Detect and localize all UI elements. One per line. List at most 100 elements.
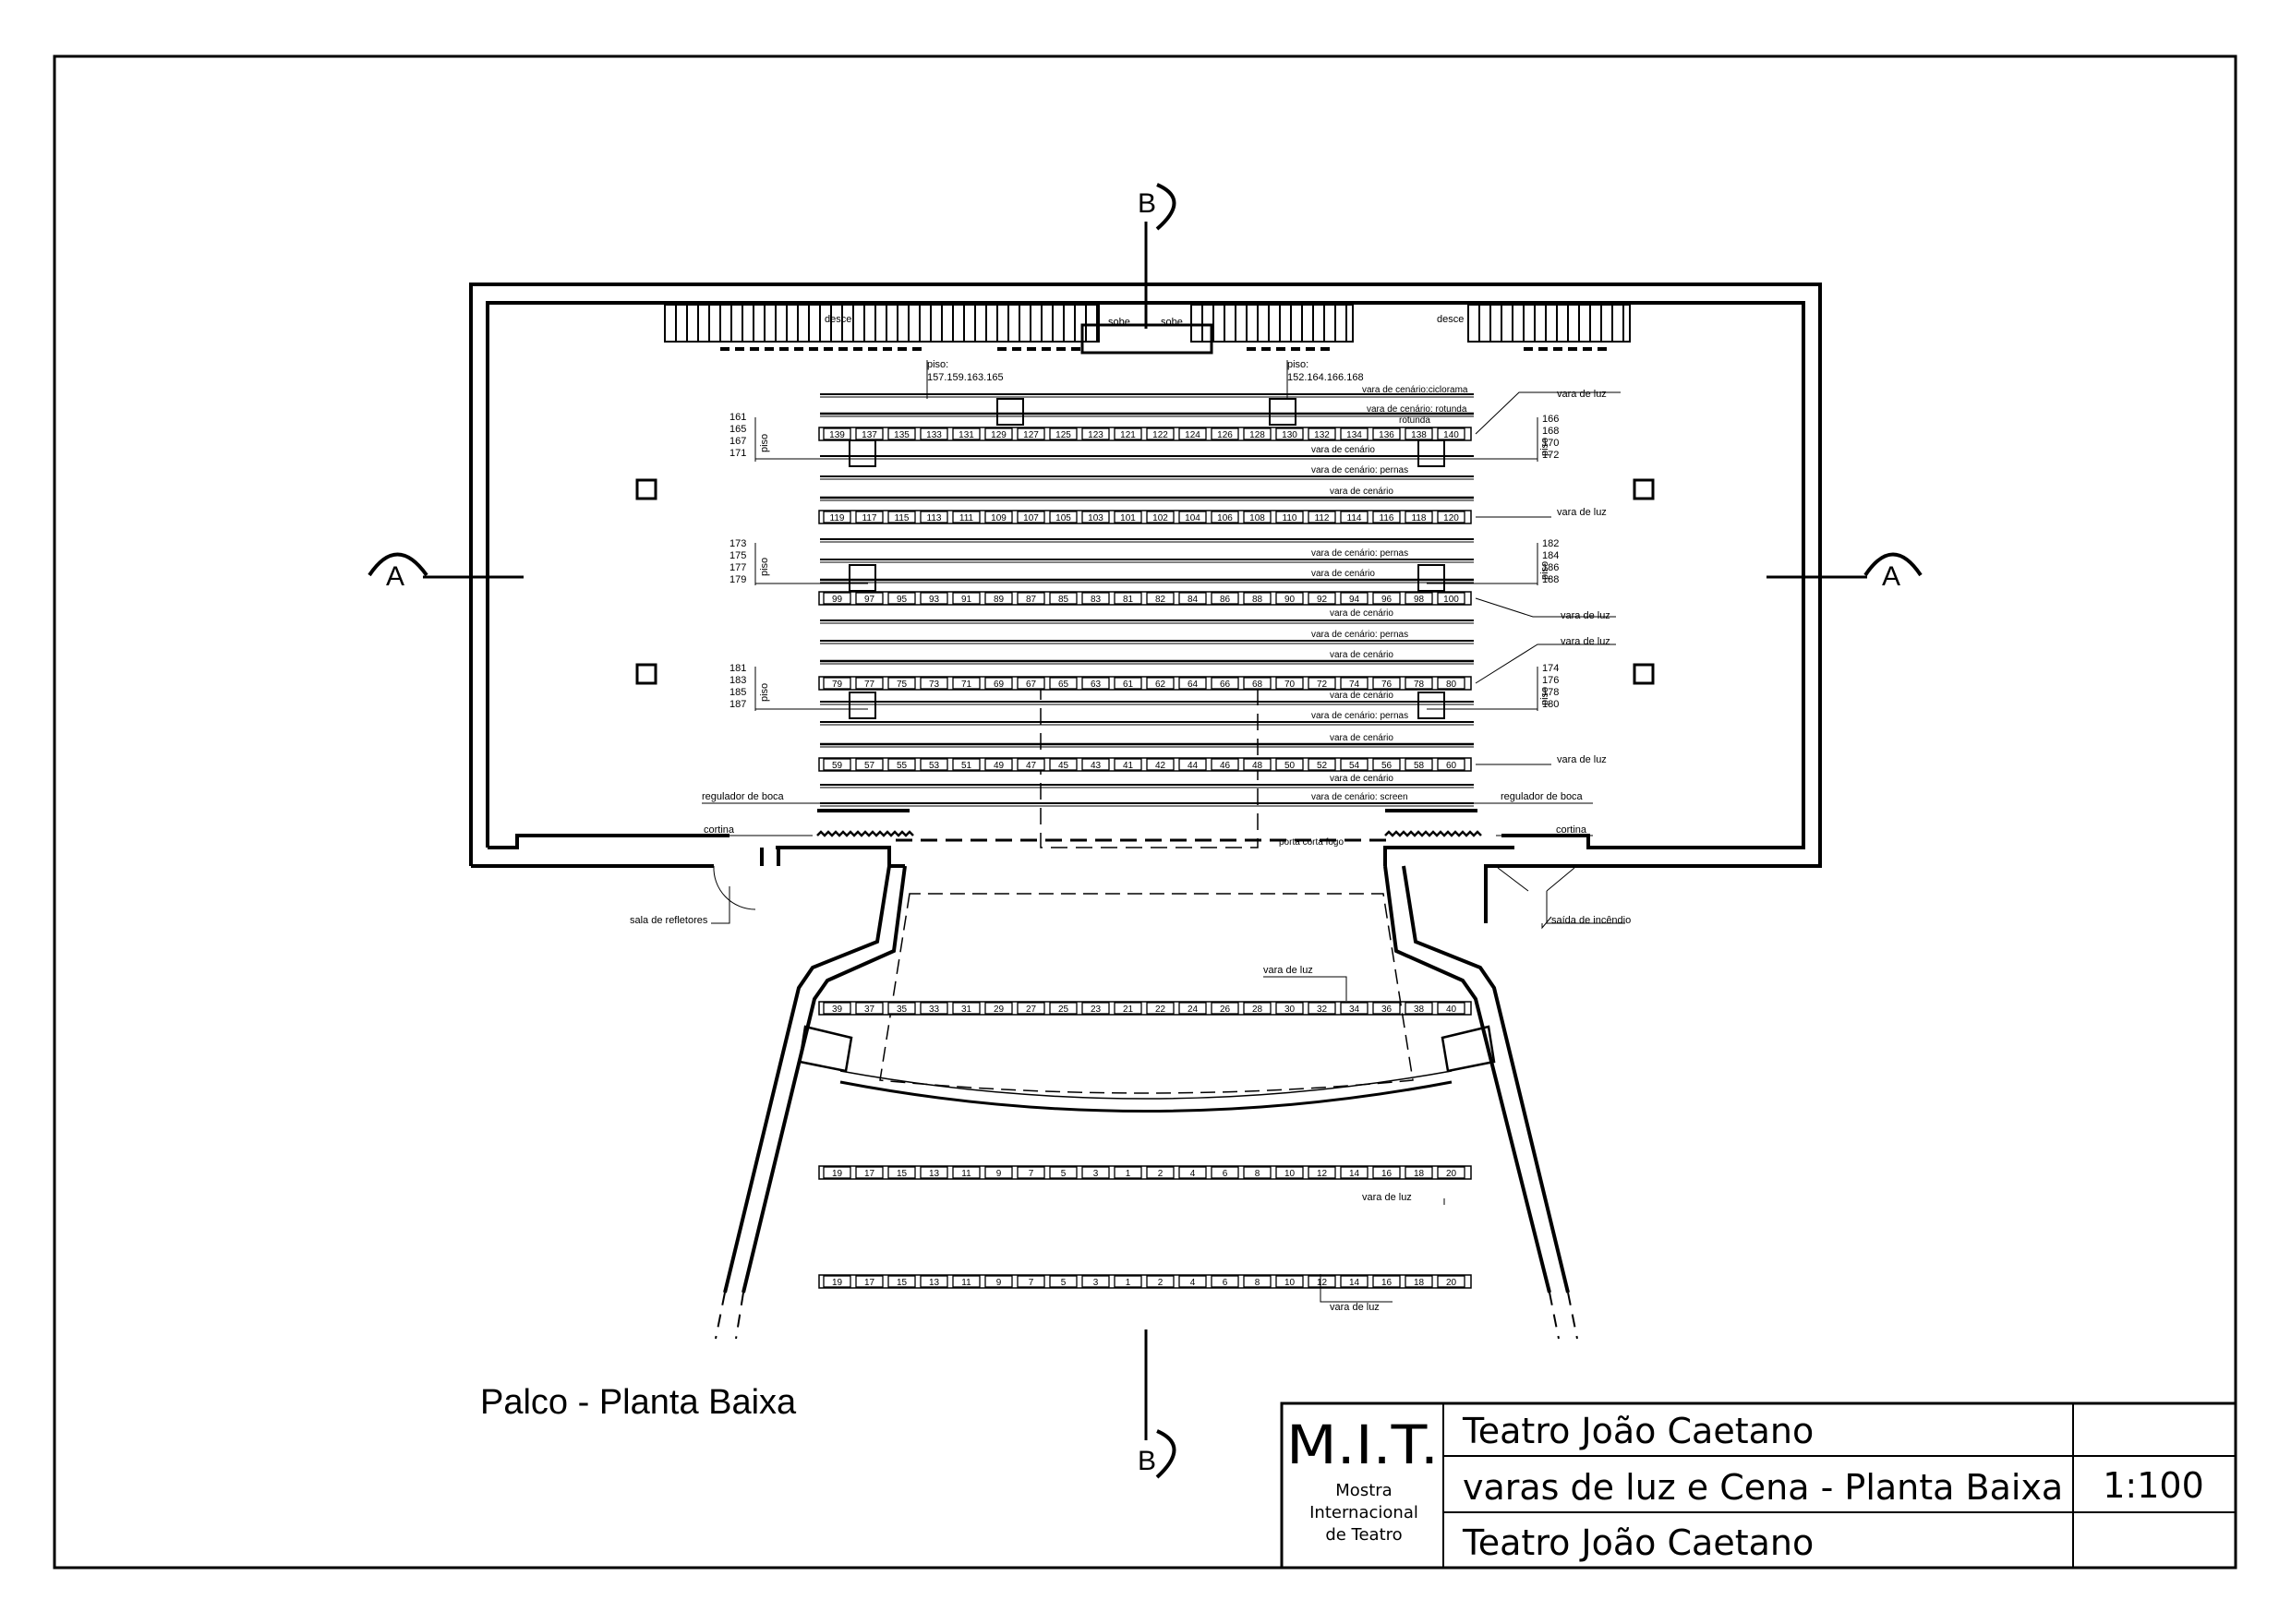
- label-vara-luz-4: vara de luz: [1561, 636, 1610, 647]
- circuit-box: [1081, 511, 1110, 523]
- circuit-number: 71: [961, 680, 972, 690]
- circuit-box: [920, 1275, 948, 1288]
- trap-number: 168: [1542, 426, 1559, 437]
- circuit-box: [1243, 1002, 1272, 1015]
- trap-number: 181: [730, 663, 746, 674]
- trap-number: 173: [730, 538, 746, 549]
- circuit-box: [1243, 427, 1272, 440]
- label-saida-incendio: saída de incêndio: [1551, 915, 1631, 926]
- circuit-box: [1308, 511, 1336, 523]
- label-vara-cenario-8: vara de cenário: [1330, 774, 1393, 784]
- curtain: [816, 830, 914, 837]
- circuit-box: [855, 592, 884, 605]
- circuit-number: 22: [1155, 1004, 1166, 1015]
- circuit-number: 84: [1188, 595, 1199, 605]
- circuit-number: 11: [961, 1278, 971, 1288]
- circuit-box: [1437, 1002, 1465, 1015]
- circuit-box: [1405, 1275, 1433, 1288]
- circuit-number: 8: [1255, 1169, 1260, 1179]
- circuit-number: 17: [864, 1169, 875, 1179]
- circuit-number: 73: [929, 680, 940, 690]
- circuit-box: [823, 427, 851, 440]
- circuit-number: 6: [1223, 1169, 1228, 1179]
- circuit-box: [1372, 758, 1401, 771]
- circuit-number: 87: [1026, 595, 1037, 605]
- circuit-number: 62: [1155, 680, 1166, 690]
- circuit-number: 135: [894, 430, 910, 440]
- label-ciclorama: vara de cenário:ciclorama: [1362, 385, 1468, 395]
- bar-outline: [818, 1165, 1472, 1180]
- circuit-number: 121: [1120, 430, 1136, 440]
- label-vara-cenario-4: vara de cenário: [1330, 608, 1393, 619]
- circuit-box: [952, 1002, 981, 1015]
- circuit-number: 69: [994, 680, 1005, 690]
- wall-continuation: [715, 1292, 1578, 1340]
- circuit-number: 48: [1252, 761, 1263, 771]
- circuit-box: [1275, 511, 1304, 523]
- circuit-box: [1178, 1002, 1207, 1015]
- trap-number: 179: [730, 574, 746, 585]
- circuit-box: [823, 1002, 851, 1015]
- circuit-box: [952, 511, 981, 523]
- circuit-number: 103: [1088, 513, 1103, 523]
- circuit-number: 5: [1061, 1169, 1067, 1179]
- circuit-number: 105: [1055, 513, 1071, 523]
- circuit-number: 8: [1255, 1278, 1260, 1288]
- circuit-box: [1178, 677, 1207, 690]
- circuit-box: [952, 1275, 981, 1288]
- circuit-box: [1437, 511, 1465, 523]
- circuit-number: 51: [961, 761, 972, 771]
- label-pernas-4: vara de cenário: pernas: [1311, 711, 1408, 721]
- circuit-number: 115: [895, 513, 910, 523]
- circuit-number: 129: [991, 430, 1007, 440]
- circuit-box: [920, 592, 948, 605]
- leader-lines: [702, 360, 1625, 1303]
- circuit-box: [1437, 677, 1465, 690]
- circuit-number: 138: [1411, 430, 1427, 440]
- circuit-number: 31: [961, 1004, 972, 1015]
- circuit-number: 65: [1058, 680, 1069, 690]
- circuit-box: [855, 427, 884, 440]
- circuit-number: 10: [1284, 1278, 1296, 1288]
- circuit-box: [855, 758, 884, 771]
- circuit-box: [1146, 592, 1175, 605]
- circuit-number: 40: [1446, 1004, 1457, 1015]
- section-a-left: A: [386, 561, 404, 592]
- circuit-number: 78: [1414, 680, 1425, 690]
- side-boxes: [798, 1025, 1496, 1073]
- trap-number: 180: [1542, 699, 1559, 710]
- theatre-name-1: Teatro João Caetano: [1462, 1411, 1814, 1451]
- circuit-number: 76: [1381, 680, 1393, 690]
- label-vara-cenario-7: vara de cenário: [1330, 733, 1393, 743]
- circuit-number: 123: [1088, 430, 1103, 440]
- circuit-box: [1081, 677, 1110, 690]
- circuit-box: [1372, 592, 1401, 605]
- circuit-box: [1211, 677, 1239, 690]
- circuit-box: [1146, 1002, 1175, 1015]
- circuit-number: 18: [1414, 1169, 1425, 1179]
- label-piso-right-values: 152.164.166.168: [1287, 372, 1364, 383]
- circuit-number: 17: [864, 1278, 875, 1288]
- circuit-number: 131: [959, 430, 974, 440]
- circuit-number: 82: [1155, 595, 1166, 605]
- circuit-number: 53: [929, 761, 940, 771]
- circuit-box: [1340, 758, 1369, 771]
- circuit-number: 38: [1414, 1004, 1425, 1015]
- circuit-box: [920, 1002, 948, 1015]
- circuit-box: [1049, 1275, 1078, 1288]
- circuit-box: [1275, 1275, 1304, 1288]
- circuit-box: [855, 677, 884, 690]
- circuit-number: 124: [1185, 430, 1200, 440]
- circuit-number: 45: [1058, 761, 1069, 771]
- circuit-number: 55: [897, 761, 908, 771]
- circuit-box: [1437, 1166, 1465, 1179]
- circuit-box: [1178, 511, 1207, 523]
- label-vara-luz-1: vara de luz: [1557, 389, 1607, 400]
- circuit-number: 119: [830, 513, 845, 523]
- circuit-box: [1146, 1275, 1175, 1288]
- circuit-number: 24: [1188, 1004, 1199, 1015]
- bar-outline: [818, 676, 1472, 691]
- section-lines: [368, 183, 1923, 1479]
